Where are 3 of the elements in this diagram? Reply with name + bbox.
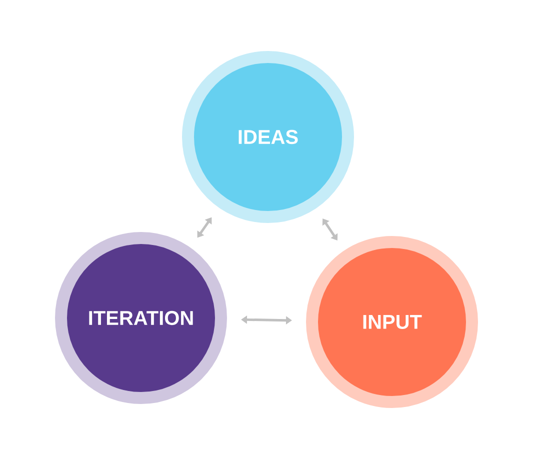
circle-node: INPUT xyxy=(306,236,478,408)
circle-node: ITERATION xyxy=(55,232,227,404)
circle-node: IDEAS xyxy=(182,51,354,223)
